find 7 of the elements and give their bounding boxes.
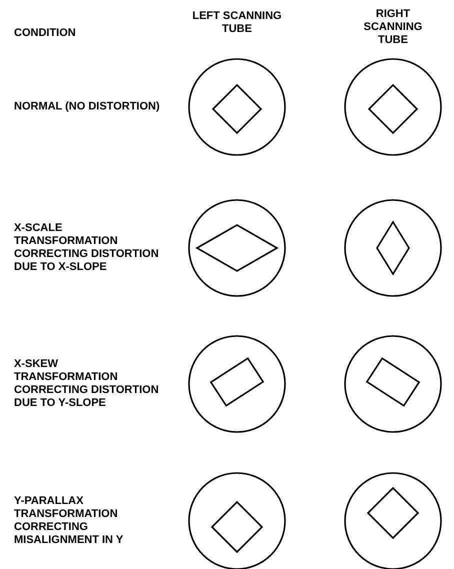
column-heading: CONDITION (14, 27, 76, 40)
condition-text: X-SCALE TRANSFORMATION CORRECTING DISTORTION DUE TO X-SLOPE (14, 222, 160, 274)
column-heading: RIGHT SCANNING TUBE (362, 8, 424, 47)
condition-text: Y-PARALLAX TRANSFORMATION CORRECTING MISALIGNMENT IN Y (14, 495, 124, 547)
condition-text: NORMAL (NO DISTORTION) (14, 100, 161, 114)
column-heading: LEFT SCANNING TUBE (192, 10, 282, 36)
condition-text: X-SKEW TRANSFORMATION CORRECTING DISTORTION DUE TO Y-SLOPE (14, 358, 160, 410)
